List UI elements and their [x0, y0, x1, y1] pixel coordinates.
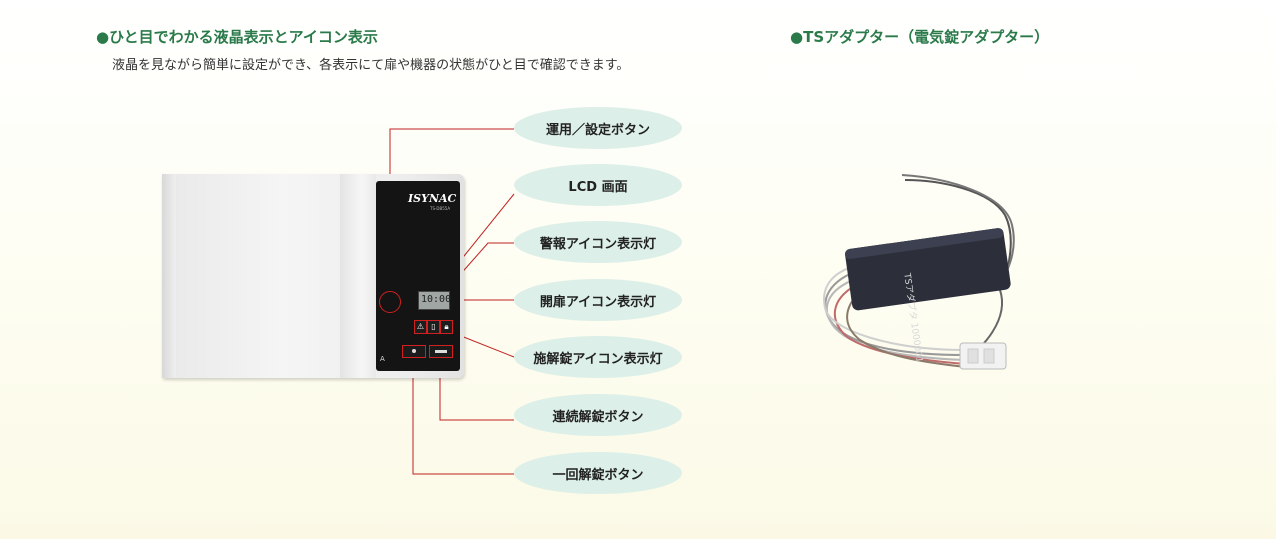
device-model-text: TS-DB55A: [430, 206, 451, 211]
callout-single-unlock: 一回解錠ボタン: [514, 452, 682, 494]
line-single-unlock: [412, 356, 514, 475]
continuous-unlock-button[interactable]: [429, 345, 453, 358]
lcd-value: 10:00: [421, 294, 452, 305]
lock-icon: 🔒︎: [440, 320, 453, 334]
callout-lock-icon: 施解錠アイコン表示灯: [514, 336, 682, 378]
brand-mark-icon: A: [380, 355, 385, 363]
alarm-icon: ⚠: [414, 320, 427, 334]
operation-setting-button[interactable]: [379, 291, 401, 313]
ts-adapter-image: TSアダプタ 1000001: [823, 174, 1015, 370]
lcd-screen: [418, 291, 450, 310]
callout-operation-button: 運用／設定ボタン: [514, 107, 682, 149]
device-cover-seam: [340, 174, 376, 378]
left-section-title: ●ひと目でわかる液晶表示とアイコン表示: [96, 28, 378, 46]
device-side-edge: [162, 174, 176, 378]
callout-continuous-unlock: 連続解錠ボタン: [514, 394, 682, 436]
door-open-icon: ▯: [427, 320, 440, 334]
device-logo: ISYNAC: [408, 192, 457, 205]
left-section-description: 液晶を見ながら簡単に設定ができ、各表示にて扉や機器の状態がひと目で確認できます。: [112, 58, 630, 73]
callout-alarm-icon: 警報アイコン表示灯: [514, 221, 682, 263]
control-panel: [376, 181, 460, 371]
right-section-title: ●TSアダプター（電気錠アダプター）: [790, 28, 1050, 46]
single-unlock-button[interactable]: [402, 345, 426, 358]
callout-lcd: LCD 画面: [514, 164, 682, 206]
callout-door-icon: 開扉アイコン表示灯: [514, 279, 682, 321]
